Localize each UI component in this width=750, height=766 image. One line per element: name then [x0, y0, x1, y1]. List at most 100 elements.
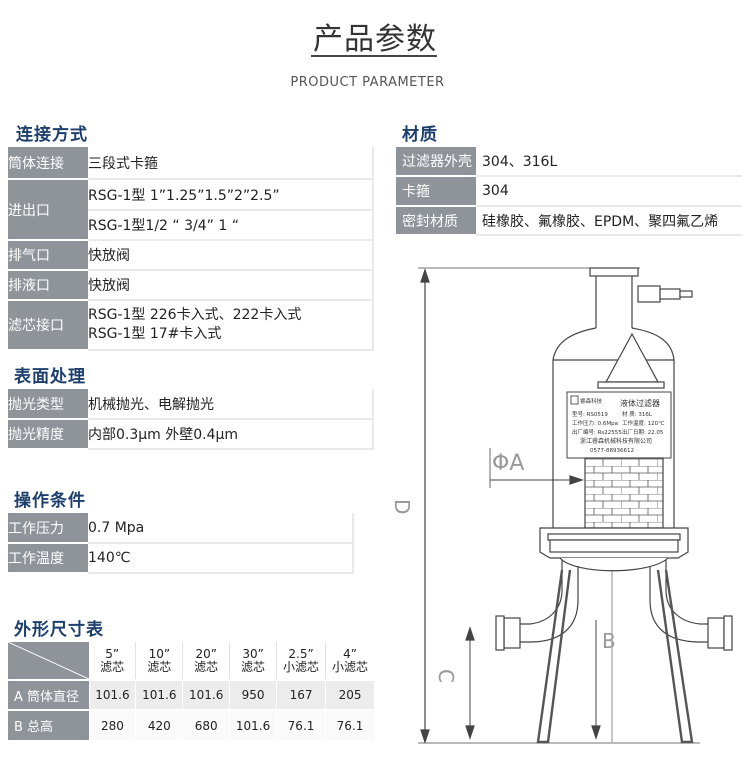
nameplate-company: 浙江睿森机械科技有限公司	[580, 437, 652, 445]
column-header-top: 10”	[148, 646, 171, 661]
column-header-top: 5”	[105, 646, 120, 661]
column-header-bottom: 小滤芯	[283, 659, 320, 674]
table-cell: 101.6	[88, 679, 136, 710]
table-row: 筒体连接 三段式卡箍	[8, 147, 374, 180]
nameplate-material: 材 质: 316L	[622, 410, 653, 418]
row-value: RSG-1型1/2 “ 3/4” 1 “	[88, 210, 374, 241]
table-corner	[8, 642, 89, 680]
row-label: A 筒体直径	[8, 679, 89, 710]
nameplate-model: 型号: RS0519	[572, 410, 608, 418]
column-header: 10”滤芯	[135, 642, 184, 680]
nameplate-temperature: 工作温度: 120℃	[622, 419, 664, 427]
row-label: 排液口	[8, 270, 88, 301]
column-header-bottom: 滤芯	[100, 659, 125, 674]
row-label: 筒体连接	[8, 147, 88, 180]
table-row: 工作温度 140℃	[8, 543, 354, 574]
dimension-c-label: C	[434, 669, 458, 683]
row-label: 过滤器外壳	[396, 147, 476, 177]
connection-heading: 连接方式	[16, 125, 88, 145]
dimensions-heading: 外形尺寸表	[14, 620, 104, 640]
material-table: 过滤器外壳 304、316L 卡箍 304 密封材质 硅橡胶、氟橡胶、EPDM、…	[396, 147, 742, 236]
row-value: RSG-1型 226卡入式、222卡入式 RSG-1型 17#卡入式	[88, 300, 374, 351]
nameplate-serial: 出厂编号: Rs22555	[572, 428, 622, 436]
row-value: 140℃	[88, 543, 354, 574]
row-value: 快放阀	[88, 270, 374, 301]
table-cell: 101.6	[182, 679, 230, 710]
filter-drawing-svg: ΦA D B C 睿森科技 液体过滤器 型号: RS0519 材 质: 316L…	[390, 267, 733, 744]
table-row: 排液口 快放阀	[8, 270, 374, 301]
nameplate-title: 液体过滤器	[620, 398, 660, 408]
row-value-line: RSG-1型 226卡入式、222卡入式	[88, 307, 302, 323]
nameplate-brand: 睿森科技	[580, 397, 603, 405]
column-header-top: 20”	[195, 646, 217, 661]
diagonal-line	[8, 642, 89, 679]
table-row: 滤芯接口 RSG-1型 226卡入式、222卡入式 RSG-1型 17#卡入式	[8, 300, 374, 351]
nameplate-phone: 0577-88936612	[590, 448, 634, 454]
table-row: 进出口 RSG-1型 1”1.25”1.5”2”2.5”	[8, 179, 374, 241]
row-value: 机械抛光、电解抛光	[88, 389, 374, 420]
table-row: RSG-1型1/2 “ 3/4” 1 “	[8, 210, 374, 241]
table-row: 过滤器外壳 304、316L	[396, 147, 742, 177]
column-header-bottom: 滤芯	[147, 659, 172, 674]
column-header: 20”滤芯	[182, 642, 231, 680]
brand-logo-icon	[570, 395, 579, 405]
column-header: 2.5”小滤芯	[276, 642, 327, 680]
operation-heading: 操作条件	[14, 491, 86, 511]
row-label: 排气口	[8, 240, 88, 271]
dimensions-table: 5”滤芯 10”滤芯 20”滤芯 30”滤芯 2.5”小滤芯 4”小滤芯 A 筒…	[8, 642, 374, 740]
table-cell: 205	[325, 679, 374, 710]
row-label: 卡箍	[396, 176, 476, 207]
table-cell: 420	[135, 709, 183, 740]
surface-heading: 表面处理	[14, 367, 86, 387]
row-label: B 总高	[8, 709, 89, 740]
column-header: 5”滤芯	[89, 642, 137, 680]
table-row: 卡箍 304	[396, 176, 742, 207]
row-label: 工作压力	[8, 513, 88, 544]
table-row: 排气口 快放阀	[8, 240, 374, 271]
row-value: 快放阀	[88, 240, 374, 271]
page-title: 产品参数	[313, 22, 437, 57]
dimension-d-label: D	[390, 499, 414, 514]
column-header: 30”滤芯	[229, 642, 277, 680]
table-cell: 101.6	[135, 679, 183, 710]
material-heading: 材质	[402, 125, 438, 145]
table-cell: 280	[88, 709, 136, 740]
filter-drawing: ΦA D B C 睿森科技 液体过滤器 型号: RS0519 材 质: 316L…	[380, 258, 750, 762]
table-cell: 76.1	[325, 709, 374, 740]
row-value: 0.7 Mpa	[88, 513, 354, 544]
title-underline	[311, 55, 437, 57]
column-header-bottom: 小滤芯	[332, 659, 369, 674]
table-row: 工作压力 0.7 Mpa	[8, 513, 354, 544]
column-header: 4”小滤芯	[325, 642, 374, 680]
row-value-line: RSG-1型 17#卡入式	[88, 326, 222, 342]
column-header-top: 30”	[242, 646, 264, 661]
row-label: 工作温度	[8, 543, 88, 574]
page-subtitle: PRODUCT PARAMETER	[290, 75, 445, 90]
table-row: A 筒体直径 101.6 101.6 101.6 950 167 205	[8, 679, 374, 710]
nameplate	[566, 391, 672, 459]
row-value: 三段式卡箍	[88, 147, 374, 180]
row-value: 304、316L	[476, 147, 742, 177]
row-value: 内部0.3μm 外壁0.4μm	[88, 419, 374, 450]
table-cell: 101.6	[229, 709, 277, 740]
table-row: B 总高 280 420 680 101.6 76.1 76.1	[8, 709, 374, 740]
table-row: 抛光类型 机械抛光、电解抛光	[8, 389, 374, 420]
column-header-bottom: 滤芯	[194, 659, 219, 674]
table-header-row: 5”滤芯 10”滤芯 20”滤芯 30”滤芯 2.5”小滤芯 4”小滤芯	[8, 642, 374, 680]
row-value: RSG-1型 1”1.25”1.5”2”2.5”	[88, 179, 374, 211]
connection-table: 筒体连接 三段式卡箍 进出口 RSG-1型 1”1.25”1.5”2”2.5” …	[8, 147, 374, 351]
dimension-a-label: ΦA	[492, 451, 524, 476]
surface-table: 抛光类型 机械抛光、电解抛光 抛光精度 内部0.3μm 外壁0.4μm	[8, 389, 374, 450]
row-label: 进出口	[8, 179, 88, 241]
column-header-bottom: 滤芯	[241, 659, 266, 674]
table-cell: 680	[182, 709, 230, 740]
table-cell: 950	[229, 679, 277, 710]
row-label: 密封材质	[396, 206, 476, 236]
row-label: 抛光精度	[8, 419, 88, 450]
filter-core	[584, 457, 664, 529]
column-header-top: 2.5”	[288, 646, 314, 661]
table-row: 密封材质 硅橡胶、氟橡胶、EPDM、聚四氟乙烯	[396, 206, 742, 236]
row-value: 硅橡胶、氟橡胶、EPDM、聚四氟乙烯	[476, 206, 742, 236]
nameplate-date: 出厂日期: 22.05	[622, 428, 664, 436]
row-label: 抛光类型	[8, 389, 88, 420]
